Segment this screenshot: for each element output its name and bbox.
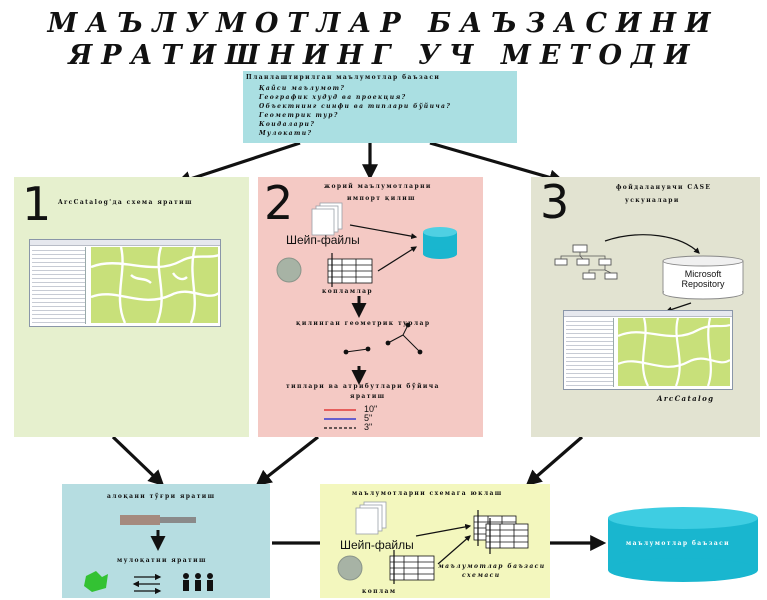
schema-tables-icon (473, 515, 529, 549)
method2-label-line2: импорт қилиш (347, 195, 416, 202)
load-table-icon (389, 555, 435, 581)
arccatalog-screenshot-3 (563, 310, 733, 390)
final-database-label: маълумотлар баъзаси (626, 540, 731, 547)
method1-number: 1 (22, 177, 52, 231)
method3-number: 3 (540, 175, 570, 229)
geometry-types-shape (345, 324, 421, 353)
relationship-bar-icon (120, 515, 196, 525)
method2-label-line1: жорий маълумотларни (324, 183, 432, 190)
question-2: Географик худуд ва проекция? (259, 94, 407, 101)
load-documents-icon (355, 501, 387, 535)
question-1: Қайси маълумот? (259, 85, 346, 92)
coverage-icons (276, 253, 373, 287)
map-thumbnail-1 (90, 247, 218, 323)
org-chart-icon (554, 244, 618, 280)
arrow-method1-to-relations (111, 435, 165, 487)
method1-panel: 1 ArcCatalog'да схема яратиш (14, 177, 249, 437)
question-6: Мулокати? (259, 130, 313, 137)
load-coverage-circle-icon (337, 555, 363, 581)
arccatalog-label: ArcCatalog (657, 394, 715, 403)
arccatalog-screenshot-1 (29, 239, 221, 327)
legend-lines (324, 409, 356, 429)
load-shapefiles-label: Шейп-файлы (340, 538, 414, 552)
repository-cylinder-icon (662, 255, 744, 300)
method3-panel: 3 фойдаланувчи CASE ускуналари Microsoft… (531, 177, 760, 437)
attributes-label: типлари ва атрибутлари бўйича (286, 383, 440, 390)
load-schema-box: маълумотларни схемага юклаш (320, 484, 550, 598)
arrow-to-method1 (174, 141, 301, 187)
question-5: Коидалари? (259, 121, 316, 128)
arrow-method3-to-load (525, 435, 584, 487)
planning-heading: Планлаштирилган маълумотлар баъзаси (246, 74, 441, 81)
question-3: Объектнинг синфи ва типлари бўйича? (259, 103, 452, 110)
final-database-cylinder (608, 507, 758, 582)
load-coverages-label: коплам (362, 588, 397, 595)
method3-inner-arrows (604, 234, 700, 313)
page-title-line2: ЯРАТИШНИНГ УЧ МЕТОДИ (68, 40, 699, 71)
shapefiles-label: Шейп-файлы (286, 233, 360, 247)
map-thumbnail-3 (617, 318, 730, 386)
legend-item-10: 10" (364, 404, 378, 414)
method3-label-line1: фойдаланувчи CASE (616, 184, 712, 191)
method2-inner-arrows (324, 224, 423, 429)
arrow-to-method3 (429, 141, 566, 186)
repository-label: Microsoft Repository (681, 269, 725, 289)
legend-item-5: 5" (364, 413, 373, 423)
people-icon (183, 573, 213, 591)
bidirectional-arrows-icon (132, 573, 162, 595)
planning-box: Планлаштирилган маълумотлар баъзаси Қайс… (243, 71, 517, 143)
load-schema-icons (337, 501, 529, 584)
relations-icons (84, 515, 213, 595)
method2-panel: 2 жорий маълумотларни импорт қилиш Шейп-… (258, 177, 483, 437)
legend-item-3: 3" (364, 422, 373, 432)
question-4: Геометрик тур? (259, 112, 339, 119)
polygon-shape-icon (84, 571, 108, 592)
relations-box: алоқани тўғри яратиш мулоқатни яратиш (62, 484, 270, 598)
load-heading: маълумотларни схемага юклаш (352, 490, 503, 497)
db-schema-label-2: схемаси (462, 572, 501, 579)
relations-label-2: мулоқатни яратиш (117, 557, 207, 564)
db-schema-label-1: маълумотлар баъзаси (438, 563, 546, 570)
relations-label-1: алоқани тўғри яратиш (107, 493, 216, 500)
shapefile-documents-icon (311, 202, 343, 236)
method3-label-line2: ускуналари (625, 197, 680, 204)
method1-label: ArcCatalog'да схема яратиш (58, 199, 193, 206)
method2-number: 2 (264, 176, 294, 230)
page-title-line1: МАЪЛУМОТЛАР БАЪЗАСИНИ (47, 8, 720, 39)
arrow-method2-to-relations (255, 435, 319, 486)
geometry-types-label: қилинган геометрик турлар (296, 320, 431, 327)
database-cylinder-icon (423, 227, 457, 259)
coverages-label: копламлар (322, 288, 373, 295)
attributes-label-2: яратиш (350, 393, 386, 400)
